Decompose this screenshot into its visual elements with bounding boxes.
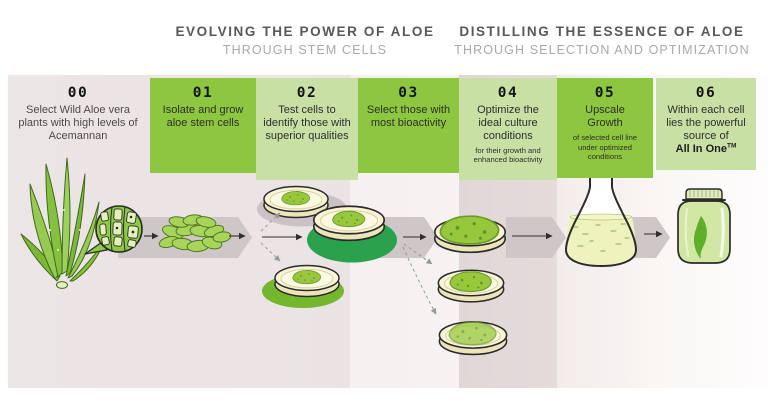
section-subtitle: THROUGH STEM CELLS: [222, 42, 388, 57]
trademark-symbol: TM: [726, 142, 737, 150]
step-text: Within each cell lies the powerful sourc…: [666, 104, 746, 156]
section-title: EVOLVING THE POWER OF ALOE: [175, 24, 435, 39]
step-text: Select Wild Aloe vera plants with high l…: [18, 104, 138, 142]
step-subtext: for their growth and enhanced bioactivit…: [473, 145, 543, 165]
step-text: Upscale Growth: [585, 104, 625, 129]
step-text: Test cells to identify those with superi…: [263, 104, 351, 142]
step-number: 04: [497, 85, 519, 101]
section-title: DISTILLING THE ESSENCE OF ALOE: [459, 24, 745, 39]
product-jar-illustration: [677, 188, 731, 264]
step-block-00: 00 Select Wild Aloe vera plants with hig…: [8, 78, 148, 143]
step-text: Optimize the ideal culture conditions: [477, 104, 539, 142]
petri-dish: [433, 215, 507, 254]
petri-dish: [438, 321, 508, 356]
flow-arrow-icons: [144, 230, 663, 241]
flask-illustration: [565, 165, 637, 267]
step-box-04: 04 Optimize the ideal culture conditions…: [459, 78, 557, 180]
petri-dish-selection-group: [257, 185, 397, 308]
stem-cell-cluster-illustration: [158, 214, 232, 253]
step-number: 02: [296, 85, 318, 101]
step-number: 06: [695, 85, 717, 101]
step-number: 05: [594, 85, 616, 101]
step-subtext: of selected cell line under optimized co…: [572, 132, 638, 162]
petri-dish: [274, 264, 340, 298]
step-box-06: 06 Within each cell lies the powerful so…: [656, 78, 756, 170]
section-header-optimization: DISTILLING THE ESSENCE OF ALOE THROUGH S…: [442, 24, 762, 59]
petri-dish: [437, 269, 505, 303]
petri-dish-optimization-group: [433, 215, 508, 356]
section-subtitle: THROUGH SELECTION AND OPTIMIZATION: [454, 42, 750, 57]
petri-dish-selected: [312, 205, 386, 242]
section-header-stem-cells: EVOLVING THE POWER OF ALOE THROUGH STEM …: [150, 24, 460, 59]
step-number: 00: [67, 85, 89, 101]
step-box-02: 02 Test cells to identify those with sup…: [256, 78, 358, 180]
cell-magnifier-icon: [84, 205, 143, 255]
step-box-05: 05 Upscale Growth of selected cell line …: [557, 78, 653, 178]
branch-arrow-icons: [260, 212, 437, 315]
aloe-leaf-icon: [693, 216, 707, 259]
step-number: 03: [398, 85, 419, 101]
product-name: All In OneTM: [675, 142, 737, 156]
step-text: Isolate and grow aloe stem cells: [162, 104, 244, 129]
step-box-01: 01 Isolate and grow aloe stem cells: [150, 78, 256, 173]
step-text: Select those with most bioactivity: [366, 104, 451, 129]
aloe-plant-illustration: [20, 157, 106, 289]
step-number: 01: [192, 85, 214, 101]
step-box-03: 03 Select those with most bioactivity: [358, 78, 459, 173]
